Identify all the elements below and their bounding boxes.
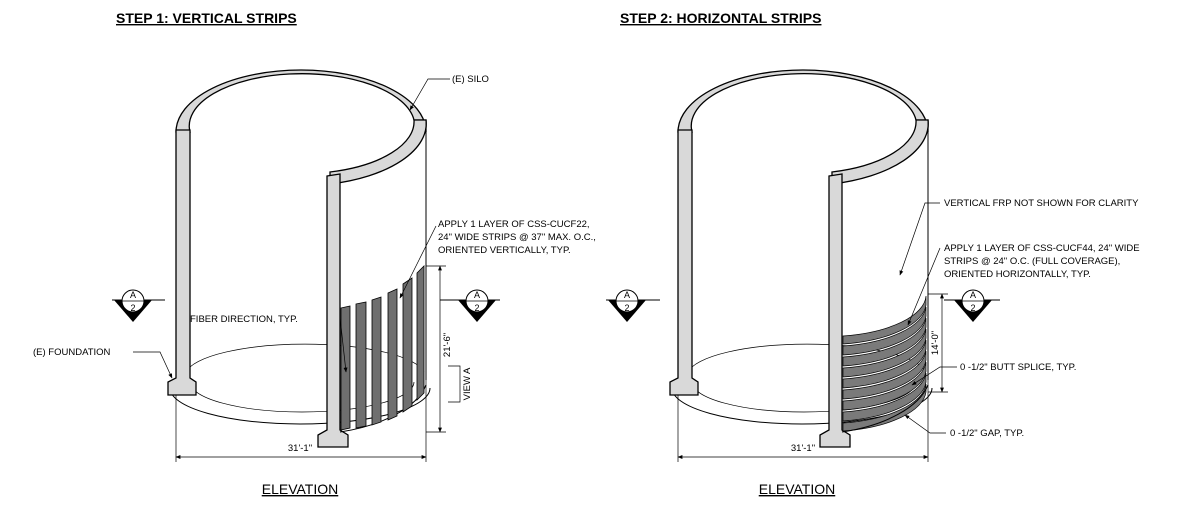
horizontal-strip xyxy=(842,328,927,378)
step1-apply-line-1: APPLY 1 LAYER OF CSS-CUCF22, xyxy=(438,219,590,230)
section-number: 2 xyxy=(970,303,975,313)
foundation-inner xyxy=(189,381,415,413)
right-wall-section xyxy=(317,173,349,448)
step1-apply-line-3: ORIENTED VERTICALLY, TYP. xyxy=(438,245,571,256)
vertical-strip xyxy=(371,296,382,426)
view-a-bracket xyxy=(448,365,461,403)
right-wall-section xyxy=(819,173,851,448)
step1-view: STEP 1: VERTICAL STRIPS FIBER DIRECTION, xyxy=(33,10,596,497)
vertical-strip xyxy=(355,301,367,429)
section-mark-right: A 2 xyxy=(440,289,500,322)
apply-leader xyxy=(907,247,941,326)
section-letter: A xyxy=(970,290,976,300)
butt-splice-leader xyxy=(911,366,957,386)
horizontal-strips xyxy=(842,295,927,432)
horizontal-strip xyxy=(842,306,927,356)
section-mark-right: A 2 xyxy=(944,289,1000,322)
silo-leader xyxy=(409,78,450,111)
width-dim-ext xyxy=(677,380,929,462)
fiber-direction-leader xyxy=(339,316,348,373)
silo-label: (E) SILO xyxy=(452,74,489,85)
fiber-direction-label: FIBER DIRECTION, TYP. xyxy=(190,314,298,325)
section-letter: A xyxy=(624,290,630,300)
not-shown-label: VERTICAL FRP NOT SHOWN FOR CLARITY xyxy=(944,198,1139,209)
vertical-strips xyxy=(340,265,425,431)
height-dim-ext xyxy=(928,293,948,393)
silo-top-rim xyxy=(175,69,427,133)
silo-base-curve xyxy=(841,384,929,433)
gap-leader xyxy=(904,414,946,434)
width-dim-label: 31'-1" xyxy=(288,443,312,454)
view-a-label: VIEW A xyxy=(462,367,473,400)
horizontal-strip xyxy=(842,339,927,389)
step2-apply-line-3: ORIENTED HORIZONTALLY, TYP. xyxy=(944,269,1091,280)
width-dim-ext xyxy=(175,380,427,462)
foundation-label: (E) FOUNDATION xyxy=(33,347,111,358)
horizontal-strip xyxy=(842,350,927,400)
height-dim-ext xyxy=(426,265,446,433)
step1-elevation-title: ELEVATION xyxy=(262,481,339,497)
section-letter: A xyxy=(474,290,480,300)
silo-rim-front xyxy=(329,119,427,185)
foundation-inner xyxy=(691,381,917,413)
section-number: 2 xyxy=(624,303,629,313)
section-mark-left: A 2 xyxy=(112,289,165,322)
left-wall-section xyxy=(669,129,699,396)
step2-apply-line-2: STRIPS @ 24" O.C. (FULL COVERAGE), xyxy=(944,256,1120,267)
foundation-outer xyxy=(169,387,431,425)
vertical-strip xyxy=(402,277,413,413)
step2-title: STEP 2: HORIZONTAL STRIPS xyxy=(620,10,821,26)
vertical-strip xyxy=(387,288,398,421)
step2-elevation-title: ELEVATION xyxy=(759,481,836,497)
section-number: 2 xyxy=(130,303,135,313)
butt-splice-label: 0 -1/2" BUTT SPLICE, TYP. xyxy=(960,362,1076,373)
step1-apply-line-2: 24" WIDE STRIPS @ 37" MAX. O.C., xyxy=(438,232,596,243)
horizontal-strip xyxy=(842,295,927,345)
horizontal-strip xyxy=(842,317,927,367)
section-number: 2 xyxy=(474,303,479,313)
silo-rim-front xyxy=(831,119,929,185)
height-dim-label: 14'-0" xyxy=(930,331,941,355)
horizontal-strip xyxy=(842,361,927,411)
height-dim-label: 21'-6" xyxy=(442,333,453,357)
section-mark-left: A 2 xyxy=(606,289,660,322)
apply-leader xyxy=(399,225,437,299)
vertical-strip xyxy=(416,265,425,401)
silo-top-rim xyxy=(677,69,929,133)
gap-label: 0 -1/2" GAP, TYP. xyxy=(950,428,1024,439)
width-dim-label: 31'-1" xyxy=(791,443,815,454)
step1-title: STEP 1: VERTICAL STRIPS xyxy=(116,10,297,26)
not-shown-leader xyxy=(899,202,940,276)
foundation-leader xyxy=(133,351,173,379)
left-wall-section xyxy=(167,129,197,396)
step2-apply-line-1: APPLY 1 LAYER OF CSS-CUCF44, 24" WIDE xyxy=(944,243,1140,254)
section-letter: A xyxy=(130,290,136,300)
step2-view: STEP 2: HORIZONTAL STRIPS VERT xyxy=(606,10,1140,497)
horizontal-strip xyxy=(842,372,927,422)
